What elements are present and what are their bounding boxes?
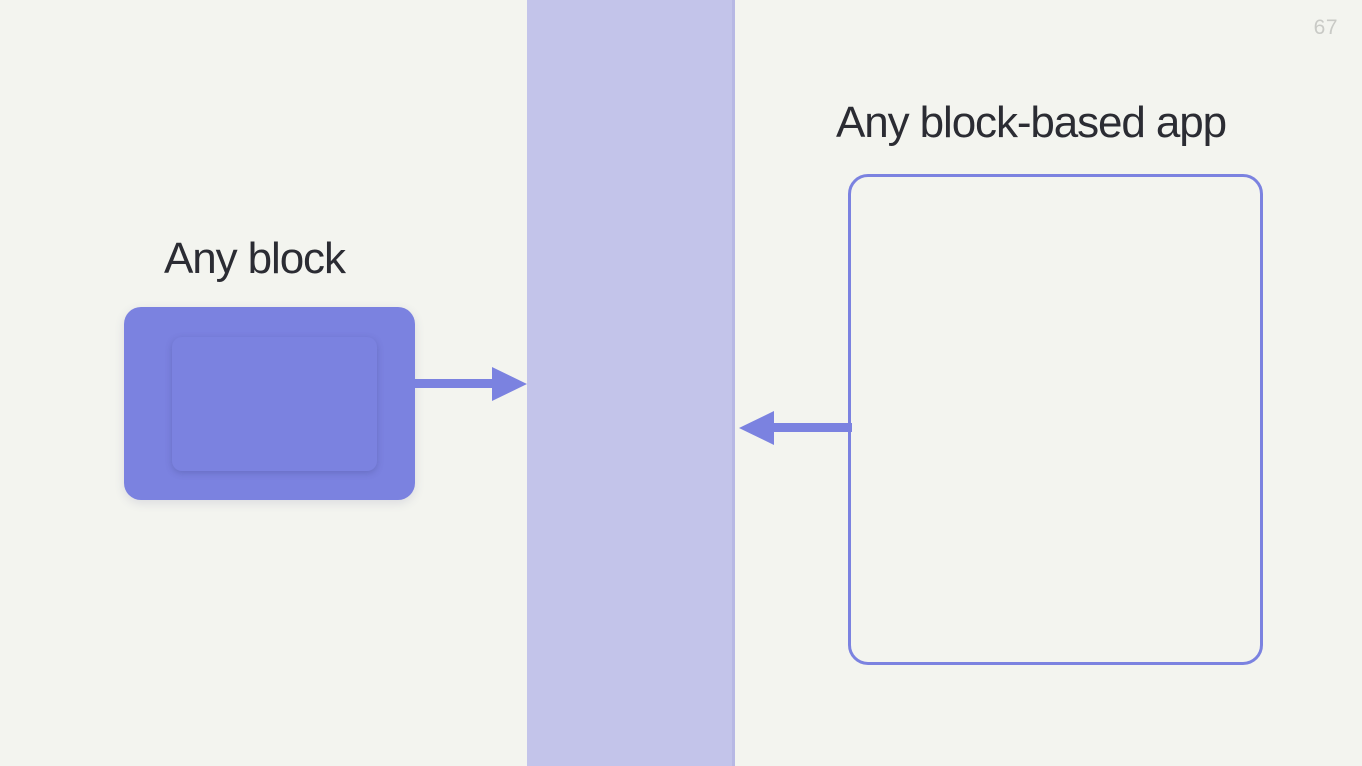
purple-block-inner-panel [172, 337, 377, 471]
right-heading: Any block-based app [836, 98, 1227, 147]
band-right-edge [732, 0, 735, 766]
rounded-purple-block [124, 307, 415, 500]
vertical-divider-band [527, 0, 735, 766]
arrow-right-icon [414, 367, 527, 401]
app-outline-box [848, 174, 1263, 665]
arrow-left-icon [739, 411, 852, 445]
left-heading: Any block [164, 234, 346, 283]
page-number: 67 [1313, 16, 1338, 39]
